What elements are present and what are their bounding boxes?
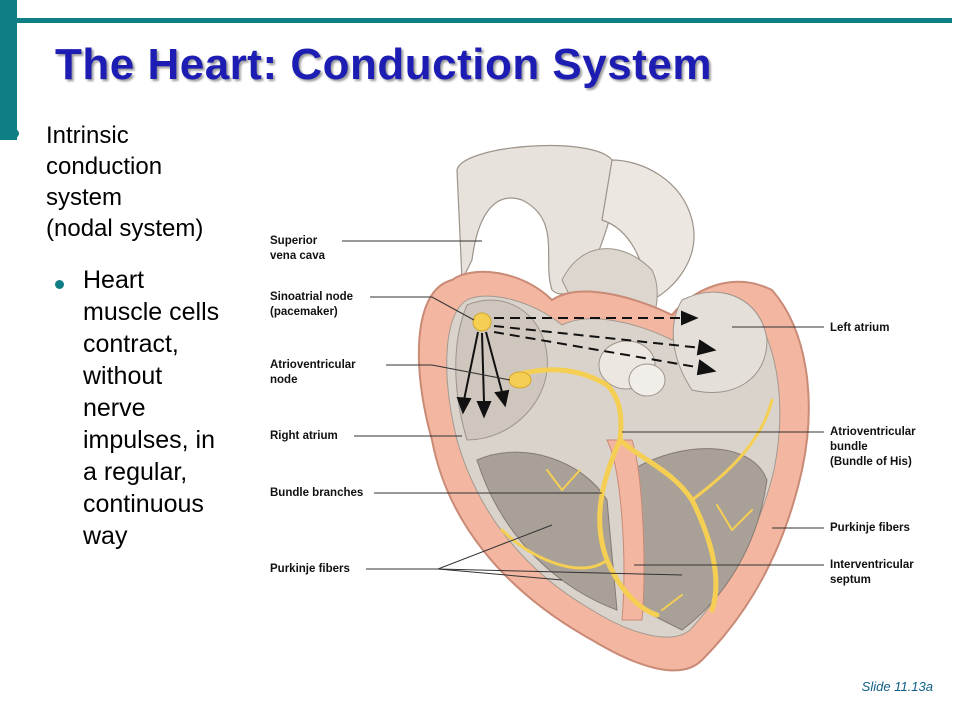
bullet-text: Intrinsic conduction system (nodal syste… [46,122,204,242]
leader-purkinje-fibers-left-2 [437,568,563,581]
heart-conduction-diagram: Superior vena cava Sinoatrial node (pace… [270,144,919,672]
atrioventricular-node-marker [508,371,532,389]
label-av-bundle: Atrioventricular bundle (Bundle of His) [830,426,919,468]
accent-bar-left [0,0,17,140]
accent-bar-top [17,18,952,23]
bullet-dot-icon [10,129,19,138]
leader-purkinje-fibers-left-3 [437,568,683,576]
bullet-dot-icon [55,280,64,289]
label-right-atrium: Right atrium [270,430,338,442]
label-bundle-branches: Bundle branches [270,487,363,499]
label-left-atrium: Left atrium [830,322,889,334]
slide-title: The Heart: Conduction System [55,40,712,89]
label-superior-vena-cava: Superior vena cava [270,235,326,262]
label-purkinje-fibers-right: Purkinje fibers [830,522,910,534]
slide-number: Slide 11.13a [861,679,933,694]
leader-atrioventricular-node [386,364,511,381]
leader-sinoatrial-node [370,296,475,321]
impulse-arrows [456,310,717,419]
heart-wall-illustration [417,270,810,672]
label-atrioventricular-node: Atrioventricular node [270,359,359,386]
conduction-pathway-illustration [500,367,774,618]
sub-bullet-text: Heart muscle cells contract, without ner… [83,266,220,550]
label-sinoatrial-node: Sinoatrial node (pacemaker) [270,291,356,318]
label-interventricular-septum: Interventricular septum [830,559,917,586]
label-purkinje-fibers-left: Purkinje fibers [270,563,350,575]
sinoatrial-node-marker [472,312,492,332]
